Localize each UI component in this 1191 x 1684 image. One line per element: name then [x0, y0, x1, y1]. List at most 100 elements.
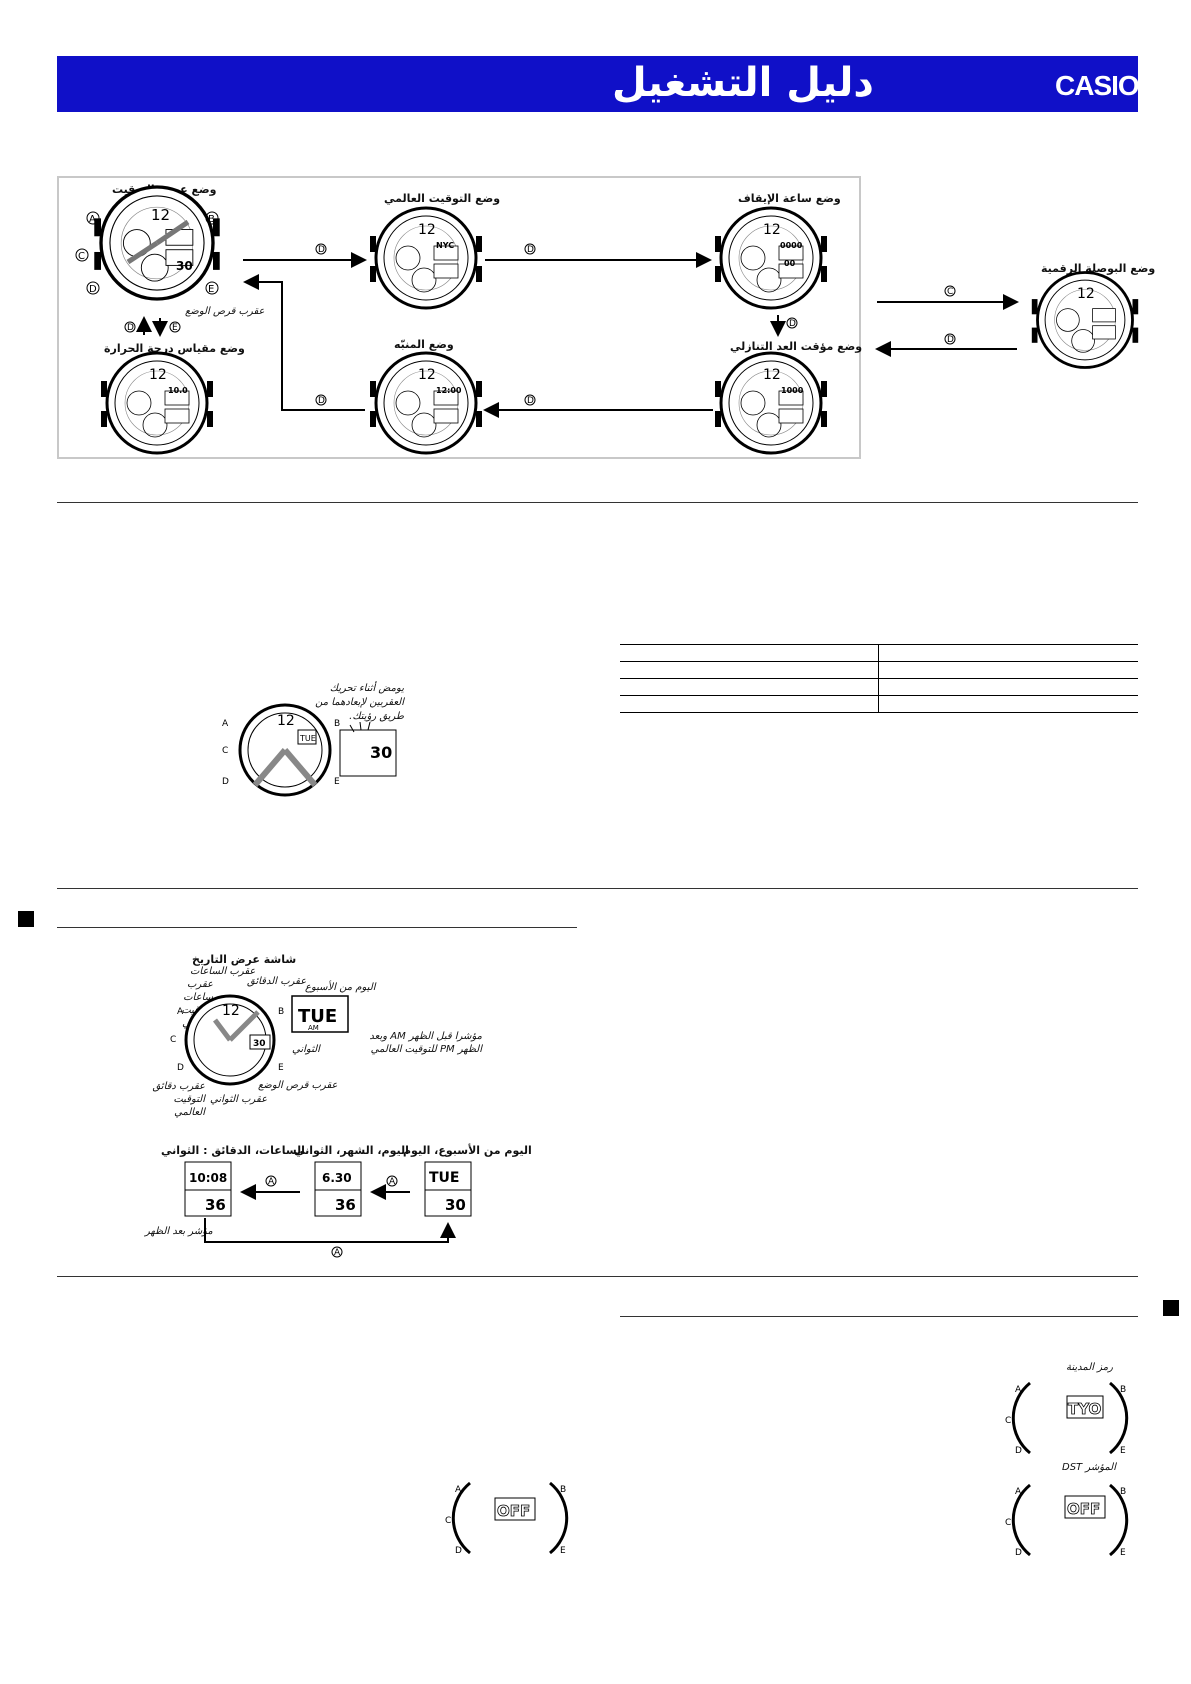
screen1-label: اليوم من الأسبوع، اليوم — [403, 1144, 532, 1157]
info-table — [620, 644, 1138, 713]
label-city-code: رمز المدينة — [1066, 1362, 1113, 1373]
svg-text:30: 30 — [253, 1039, 266, 1049]
lcd-screen-1: TUE 30 — [424, 1161, 472, 1217]
divider — [57, 888, 1138, 889]
svg-text:10:08: 10:08 — [189, 1171, 227, 1185]
registered-mark: ® — [1140, 84, 1148, 95]
dial-numeral-12: 12 — [151, 206, 170, 224]
svg-text:D: D — [789, 319, 796, 329]
mode-diagram-frame — [57, 176, 861, 459]
svg-text:D: D — [527, 245, 534, 255]
label-dst-indicator: المؤشر DST — [1062, 1462, 1117, 1473]
casio-logo: CASIO® — [1055, 70, 1148, 102]
watch-thermometer: 12 10.0 — [99, 351, 215, 455]
label-mode-dial-hand: عقرب قرص الوضع — [258, 1080, 338, 1091]
watch-timekeeping: 12 30 — [92, 185, 222, 301]
svg-text:36: 36 — [335, 1196, 356, 1214]
svg-text:D: D — [947, 335, 954, 345]
divider — [57, 502, 1138, 503]
svg-text:D: D — [127, 323, 134, 333]
lcd-city: NYC — [436, 241, 454, 250]
pm-indicator-label: مؤشر بعد الظهر — [145, 1226, 213, 1237]
label-hour-hand: عقرب الساعات — [190, 966, 256, 977]
date-screen-watch: 12 30 A C D B E TUE AM — [170, 994, 349, 1086]
btn-a-label: A — [89, 214, 96, 225]
watch-stopwatch: 12 0000 00 — [713, 206, 829, 310]
svg-text:D: D — [318, 396, 325, 406]
label-ampm-indicator: مؤشرا قبل الظهر AM وبعد الظهر PM للتوقيت… — [369, 1031, 482, 1055]
watch-alarm: 12 12:00 — [368, 351, 484, 455]
watch-countdown: 12 1000 — [713, 351, 829, 455]
svg-text:B: B — [1120, 1487, 1126, 1497]
svg-text:C: C — [1005, 1416, 1011, 1426]
section-marker — [1163, 1300, 1179, 1316]
screen3-label: الساعات، الدقائق : الثواني — [161, 1144, 305, 1157]
lcd-city: TYO — [1068, 1400, 1101, 1418]
btn-e-label: E — [208, 284, 214, 295]
dial-numeral-12: 12 — [418, 222, 436, 238]
date-screen-title: شاشة عرض التاريخ — [192, 953, 297, 966]
svg-text:D: D — [527, 396, 534, 406]
page-title: دليل التشغيل — [612, 60, 874, 106]
label-stopwatch-mode: وضع ساعة الإيقاف — [738, 192, 841, 205]
svg-text:A: A — [455, 1485, 462, 1495]
label-wt-minute-hand: عقرب دقائق التوقيت العالمي — [152, 1081, 205, 1118]
svg-text:C: C — [445, 1516, 451, 1526]
header-banner: دليل التشغيل CASIO® — [57, 56, 1148, 112]
lcd-day: TUE — [298, 1006, 337, 1027]
svg-text:D: D — [177, 1063, 184, 1073]
svg-text:6.30: 6.30 — [322, 1171, 352, 1185]
dial-numeral-12: 12 — [763, 222, 781, 238]
label-seconds: الثواني — [292, 1044, 320, 1055]
svg-text:D: D — [318, 245, 325, 255]
svg-text:B: B — [278, 1007, 284, 1017]
label-mode-dial-hand: عقرب قرص الوضع — [185, 306, 265, 317]
lcd-off: OFF — [1067, 1500, 1100, 1518]
svg-text:D: D — [222, 777, 229, 787]
svg-text:TUE: TUE — [429, 1170, 459, 1186]
svg-text:D: D — [1015, 1548, 1022, 1558]
svg-text:12: 12 — [222, 1003, 240, 1019]
watch-world-time: 12 NYC — [368, 206, 484, 310]
lcd-stopwatch: 0000 — [780, 241, 803, 250]
screen2-label: اليوم، الشهر، الثواني — [294, 1144, 409, 1157]
lcd-countdown: 1000 — [781, 386, 804, 395]
lcd-temperature: 10.0 — [168, 386, 188, 395]
button-labels: A C D B E — [75, 211, 219, 295]
lcd-screen-2: 6.30 36 — [314, 1161, 362, 1217]
dst-watch-right: OFF A C D B E — [1005, 1483, 1129, 1558]
svg-text:A: A — [177, 1007, 184, 1017]
svg-text:B: B — [334, 719, 340, 729]
svg-text:C: C — [222, 746, 228, 756]
svg-text:A: A — [1015, 1487, 1022, 1497]
lcd-stopwatch-2: 00 — [784, 259, 796, 268]
arrow-button-labels: D D D D D C D D E — [124, 243, 956, 406]
btn-b-label: B — [208, 214, 215, 225]
label-thermometer-mode: وضع مقياس درجة الحرارة — [104, 342, 245, 355]
svg-text:B: B — [560, 1485, 566, 1495]
dial-numeral-12: 12 — [1077, 286, 1095, 302]
btn-d-label: D — [89, 284, 97, 295]
label-compass-mode: وضع البوصلة الرقمية — [1041, 262, 1156, 275]
svg-text:E: E — [1120, 1446, 1126, 1456]
lcd-seconds: 30 — [370, 743, 392, 762]
svg-text:C: C — [170, 1035, 176, 1045]
svg-text:D: D — [455, 1546, 462, 1556]
divider — [57, 927, 577, 928]
watch-compass: 12 — [1030, 271, 1140, 369]
svg-text:E: E — [334, 777, 340, 787]
svg-text:A: A — [268, 1177, 275, 1187]
watch-hand-shift-figure: 12 TUE 30 A C D B E — [222, 703, 397, 797]
mode-diagram-graphics: 12 30 12 NYC 12 0000 00 12 12 10.0 12 12… — [75, 185, 1140, 455]
lcd-seconds: 30 — [176, 259, 193, 273]
dial-numeral-12: 12 — [277, 713, 295, 729]
svg-text:A: A — [1015, 1385, 1022, 1395]
note-hands-flashing: يومض أثناء تحريك العقربين لإبعادهما من ط… — [315, 683, 404, 722]
svg-text:E: E — [172, 323, 178, 333]
city-code-watch: TYO A C D B E — [1005, 1381, 1129, 1456]
svg-text:A: A — [389, 1177, 396, 1187]
dial-numeral-12: 12 — [149, 367, 167, 383]
dst-off-watch-left: OFF A C D B E — [445, 1481, 569, 1556]
dial-numeral-12: 12 — [763, 367, 781, 383]
svg-text:36: 36 — [205, 1196, 226, 1214]
